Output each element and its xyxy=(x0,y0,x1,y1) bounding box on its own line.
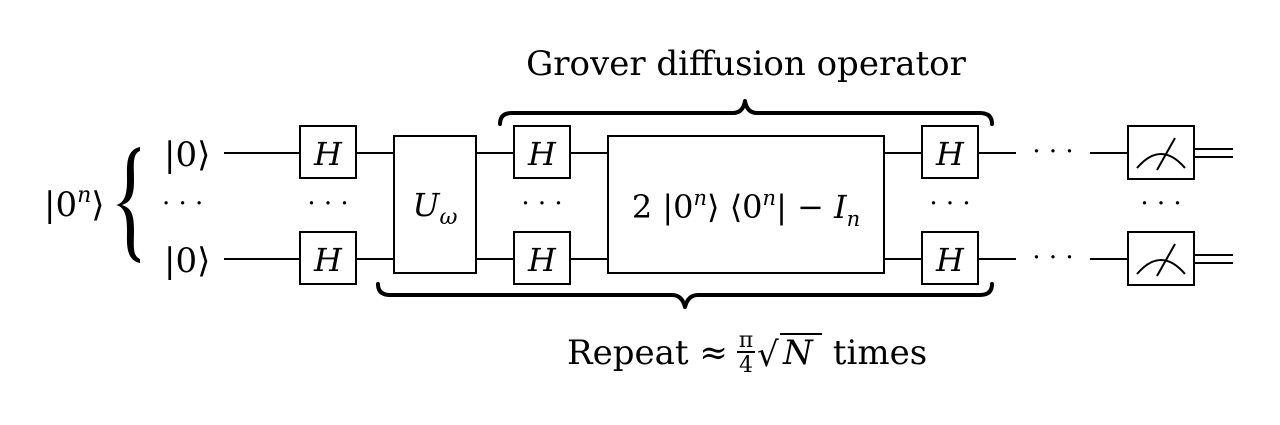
repeat-label: Repeat ≈ π 4 √ N times xyxy=(567,328,927,378)
repeat-sqrt-symbol: √ xyxy=(757,335,779,375)
hadamard-label-1-top: H xyxy=(313,135,343,173)
hadamard-label-3-bottom: H xyxy=(935,241,965,279)
input-state-top: |0⟩ xyxy=(164,135,210,175)
repeat-underbrace xyxy=(376,282,994,309)
repeat-sqrt-arg: N xyxy=(782,333,814,373)
oracle-gate xyxy=(393,135,477,274)
hadamard-label-1-bottom: H xyxy=(313,241,343,279)
meter-icon xyxy=(1127,125,1195,180)
hadamard-label-3-top: H xyxy=(935,135,965,173)
hadamard-gate-2-bottom xyxy=(513,231,571,285)
register-label: |0n⟩ xyxy=(44,183,105,225)
diffusion-core-label: 2 |0n⟩ ⟨0n| − In xyxy=(632,186,860,231)
meter-icon xyxy=(1127,231,1195,286)
diffusion-core-gate xyxy=(607,135,885,274)
hadamard-gate-2-top xyxy=(513,125,571,179)
hadamard-gate-3-top xyxy=(921,125,979,179)
hadamard-dots-3: · · · xyxy=(929,189,970,219)
hadamard-label-2-bottom: H xyxy=(527,241,557,279)
continuation-dots-top: · · · xyxy=(1032,137,1073,167)
hadamard-dots-2: · · · xyxy=(521,189,562,219)
diffusion-overbrace xyxy=(498,99,994,126)
diffusion-title: Grover diffusion operator xyxy=(526,44,966,84)
repeat-prefix: Repeat ≈ xyxy=(567,333,728,373)
repeat-suffix: times xyxy=(822,333,927,373)
wires xyxy=(224,148,1233,264)
register-curly-brace xyxy=(116,147,140,263)
hadamard-gate-1-top xyxy=(299,125,357,179)
repeat-frac-den: 4 xyxy=(739,353,753,378)
oracle-label: Uω xyxy=(413,186,458,230)
input-dots: · · · xyxy=(162,189,203,219)
hadamard-gate-1-bottom xyxy=(299,231,357,285)
repeat-frac-num: π xyxy=(739,328,753,353)
input-state-bottom: |0⟩ xyxy=(164,241,210,281)
continuation-dots-bottom: · · · xyxy=(1032,243,1073,273)
hadamard-gate-3-bottom xyxy=(921,231,979,285)
measurement-dots: · · · xyxy=(1140,189,1181,219)
hadamard-dots-1: · · · xyxy=(307,189,348,219)
hadamard-label-2-top: H xyxy=(527,135,557,173)
